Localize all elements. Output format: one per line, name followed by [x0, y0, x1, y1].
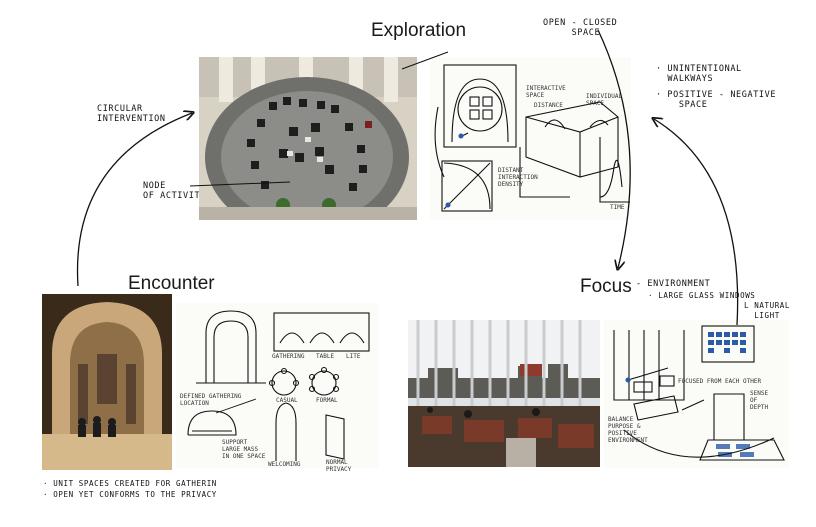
photo-atrium-aerial: [199, 57, 417, 220]
note-open-closed: OPEN - CLOSED SPACE: [543, 18, 618, 38]
label-table: TABLE: [316, 353, 335, 360]
note-node: NODE OF ACTIVITY: [143, 181, 206, 201]
sketch-focus-space: FOCUSED FROM EACH OTHER SENSE OF DEPTH B…: [604, 320, 789, 468]
label-normal-privacy: NORMAL PRIVACY: [326, 459, 352, 473]
sketch-gathering-space: GATHERING TABLE LITE CASUAL FORMAL DEFIN…: [176, 303, 379, 473]
title-exploration: Exploration: [371, 20, 467, 41]
label-distant-interaction: DISTANT INTERACTION DENSITY: [498, 167, 538, 188]
note-open-yet: · OPEN YET CONFORMS TO THE PRIVACY: [43, 490, 217, 499]
sketch-open-closed-space: INTERACTIVE SPACE DISTANCE INDIVIDUAL SP…: [430, 57, 631, 220]
note-circular: CIRCULAR INTERVENTION: [97, 104, 166, 124]
label-formal: FORMAL: [316, 397, 338, 404]
label-balance: BALANCE PURPOSE & POSITIVE ENVIRONMENT: [608, 416, 648, 444]
label-support: SUPPORT LARGE MASS IN ONE SPACE: [222, 439, 266, 460]
label-defined-gathering: DEFINED GATHERING LOCATION: [180, 393, 242, 407]
label-lite: LITE: [346, 353, 361, 360]
label-time: TIME: [610, 204, 625, 211]
note-large-glass: · LARGE GLASS WINDOWS: [648, 291, 756, 300]
label-focused: FOCUSED FROM EACH OTHER: [678, 378, 762, 385]
photo-ornate-niche: [42, 294, 172, 470]
photo-library-windows: [408, 320, 600, 467]
label-gathering: GATHERING: [272, 353, 305, 360]
note-positive-negative: · POSITIVE - NEGATIVE SPACE: [656, 90, 777, 110]
note-natural-light: L NATURAL LIGHT: [744, 301, 791, 320]
label-distance: DISTANCE: [534, 102, 563, 109]
title-encounter: Encounter: [128, 273, 215, 294]
label-welcoming: WELCOMING: [268, 461, 301, 468]
title-focus: Focus: [580, 276, 632, 297]
note-unintentional: · UNINTENTIONAL WALKWAYS: [656, 64, 742, 84]
label-casual: CASUAL: [276, 397, 298, 404]
note-environment: - ENVIRONMENT: [636, 279, 711, 289]
note-unit-spaces: · UNIT SPACES CREATED FOR GATHERIN: [43, 479, 217, 488]
label-individual-space: INDIVIDUAL SPACE: [586, 93, 623, 107]
label-interactive-space: INTERACTIVE SPACE: [526, 85, 566, 99]
label-sense-depth: SENSE OF DEPTH: [750, 390, 769, 411]
